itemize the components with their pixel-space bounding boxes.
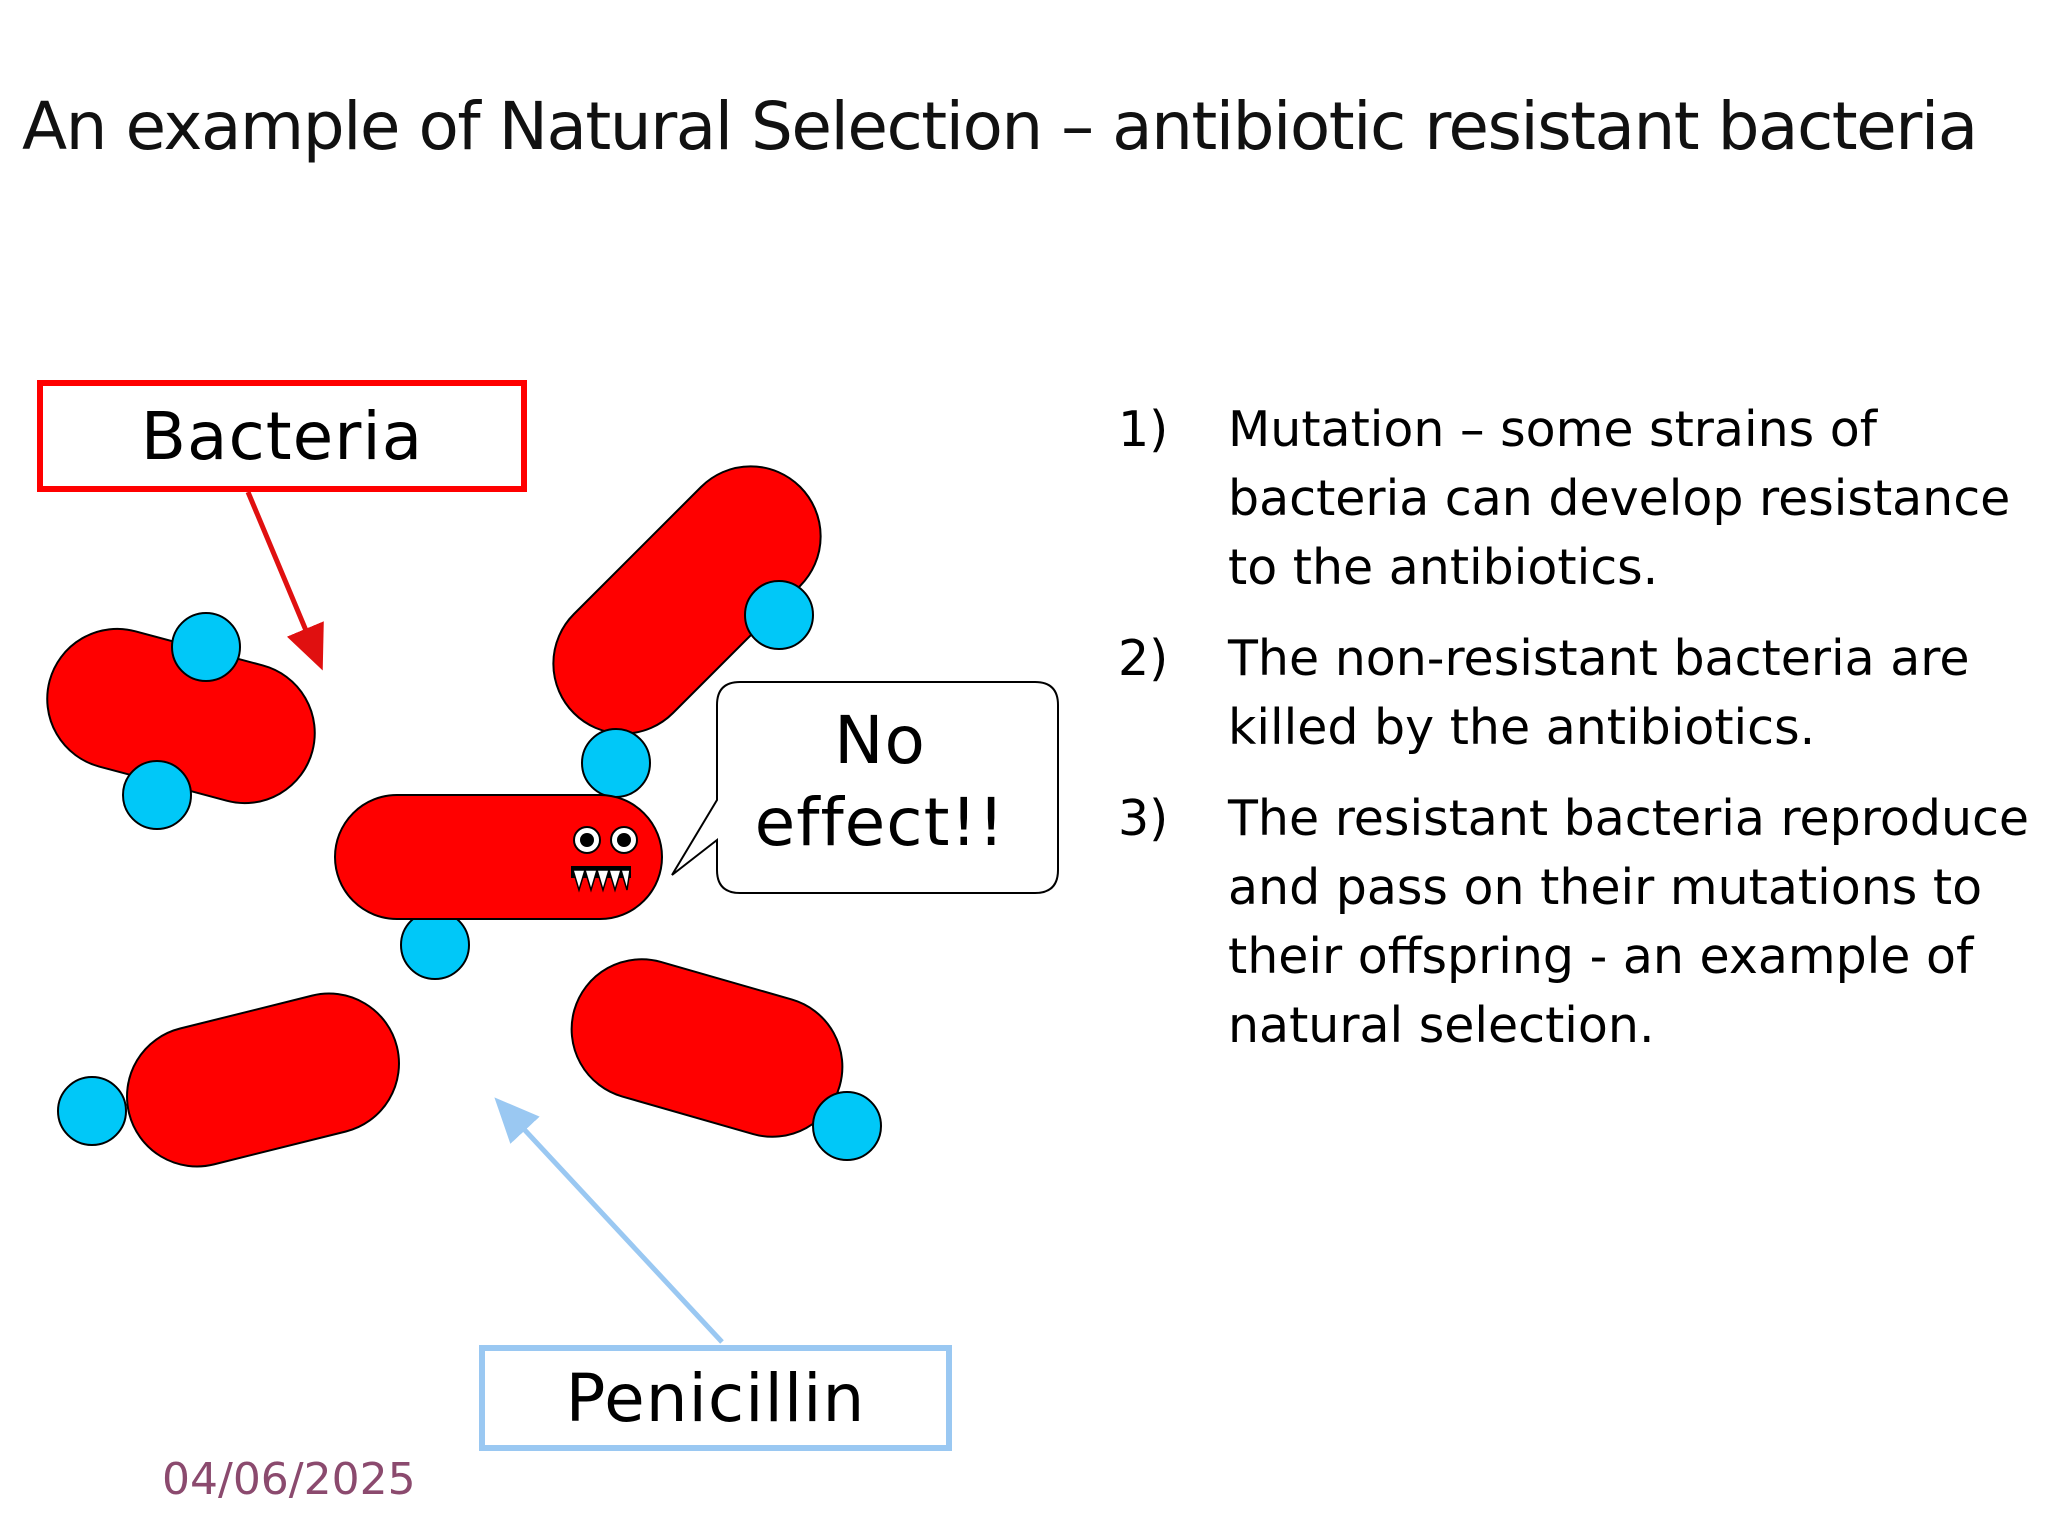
penicillin-molecule: [400, 910, 470, 980]
speech-line-1: No: [834, 702, 926, 779]
step-text: The resistant bacteria reproduce and pas…: [1228, 790, 2030, 1054]
bacterium-face-icon: [571, 826, 638, 893]
step-text: Mutation – some strains of bacteria can …: [1228, 401, 2011, 596]
steps-list: 1) Mutation – some strains of bacteria c…: [1118, 395, 2038, 1082]
penicillin-molecule: [744, 580, 814, 650]
speech-line-2: effect!!: [754, 784, 1006, 861]
bacterium-bottom-middle: [570, 958, 844, 1138]
list-item: 2) The non-resistant bacteria are killed…: [1118, 624, 2038, 762]
slide-title: An example of Natural Selection – antibi…: [22, 88, 1978, 165]
penicillin-molecule: [171, 612, 241, 682]
step-number: 2): [1118, 630, 1169, 687]
bacterium-top-middle: [552, 465, 822, 735]
bacteria-label: Bacteria: [37, 380, 527, 492]
resistant-bacterium: [334, 794, 663, 920]
step-text: The non-resistant bacteria are killed by…: [1228, 630, 1970, 756]
slide-date: 04/06/2025: [162, 1454, 416, 1505]
step-number: 3): [1118, 790, 1169, 847]
penicillin-molecule: [122, 760, 192, 830]
penicillin-label: Penicillin: [479, 1345, 952, 1451]
penicillin-pointer-arrow: [494, 1097, 724, 1344]
penicillin-molecule: [581, 728, 651, 798]
penicillin-molecule: [812, 1091, 882, 1161]
step-number: 1): [1118, 401, 1169, 458]
penicillin-molecule: [57, 1076, 127, 1146]
bacterium-bottom-left: [126, 992, 400, 1168]
list-item: 1) Mutation – some strains of bacteria c…: [1118, 395, 2038, 602]
list-item: 3) The resistant bacteria reproduce and …: [1118, 784, 2038, 1060]
bacteria-pointer-arrow: [245, 491, 324, 671]
speech-bubble-text: No effect!!: [730, 700, 1030, 864]
speech-bubble: [671, 681, 1059, 894]
